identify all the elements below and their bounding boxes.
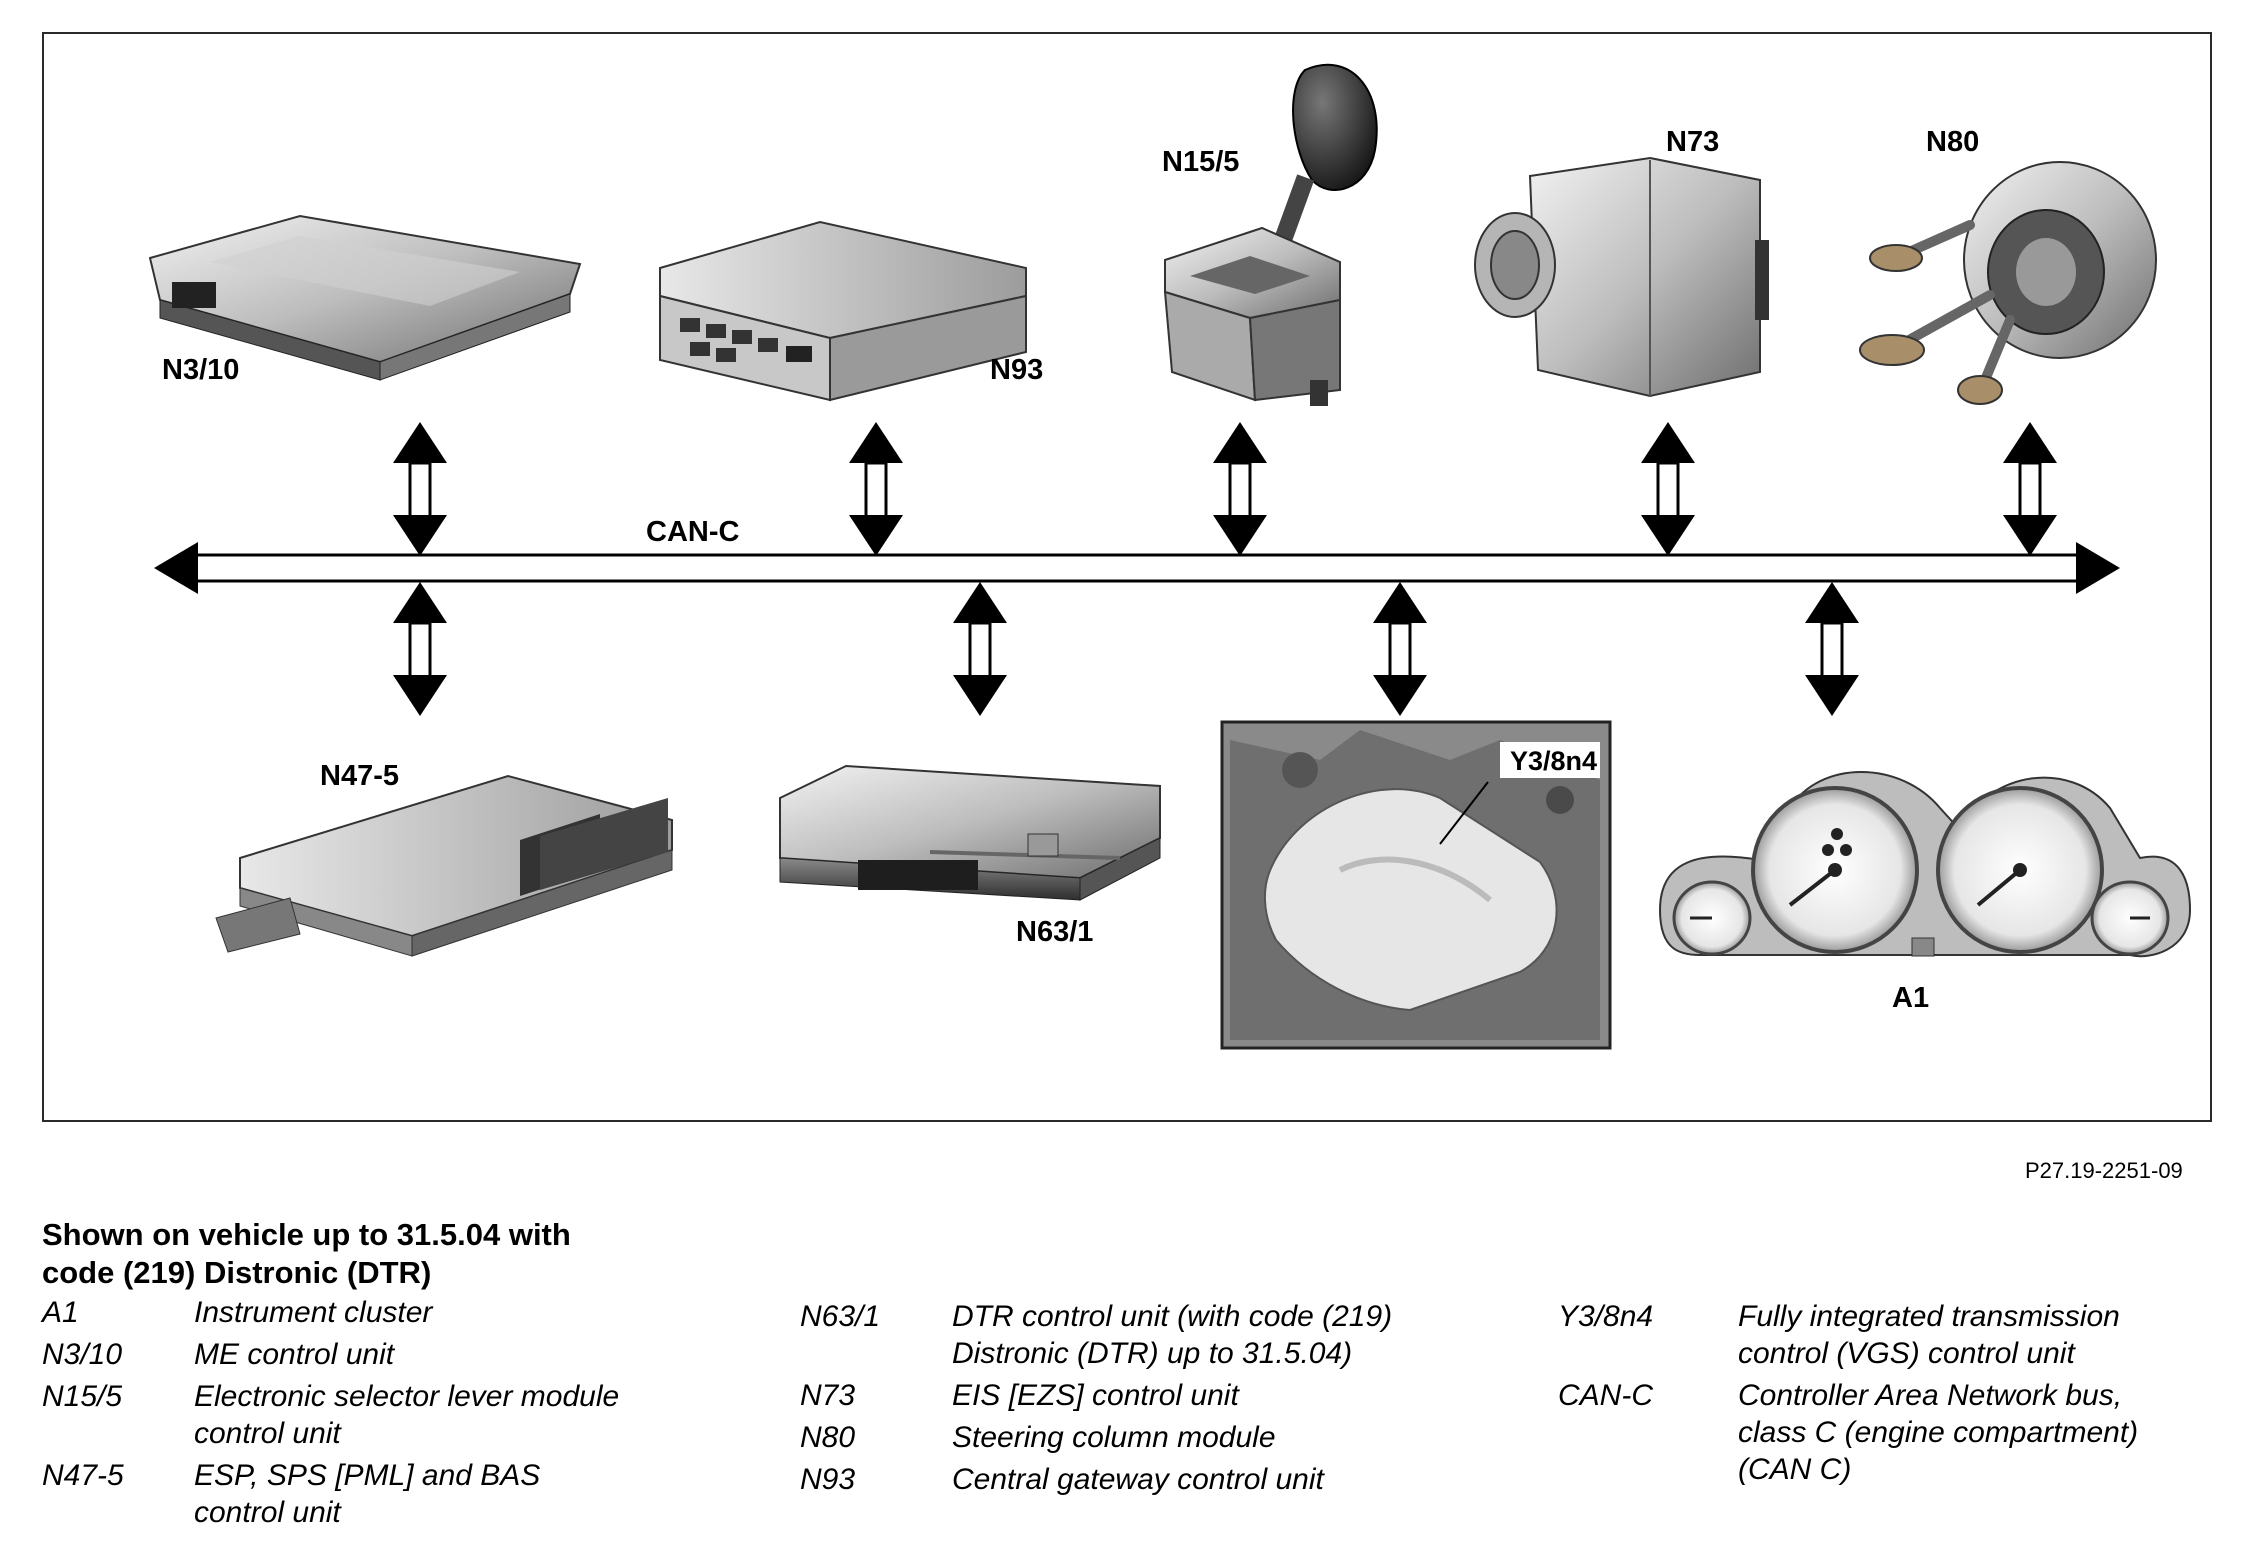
legend-item: A1 Instrument cluster — [42, 1294, 742, 1331]
legend-description-line: control unit — [194, 1496, 341, 1529]
legend-column-3: Y3/8n4 Fully integrated transmission contr… — [1558, 1298, 2238, 1493]
can-c-bus-line — [154, 542, 2120, 594]
legend-description: Steering column module — [952, 1419, 1540, 1456]
n63-1-unit-image — [779, 764, 1161, 901]
legend-item: N80 Steering column module — [800, 1419, 1540, 1456]
n47-5-unit-image — [215, 774, 673, 957]
figure-reference: P27.19-2251-09 — [2025, 1158, 2183, 1183]
legend-description-line: control unit — [194, 1417, 341, 1450]
label-n47-5: N47-5 — [320, 760, 399, 792]
connector-n93 — [849, 422, 903, 556]
n93-unit-image — [659, 220, 1027, 402]
legend-description-line: Electronic selector lever module — [194, 1380, 620, 1413]
legend-description-line: Distronic (DTR) up to 31.5.04) — [952, 1337, 1353, 1370]
legend-description: Instrument cluster — [194, 1294, 742, 1331]
bus-label: CAN-C — [646, 516, 740, 548]
label-n15-5: N15/5 — [1162, 146, 1240, 178]
label-n3-10: N3/10 — [162, 354, 240, 386]
n80-unit-image — [1859, 161, 2157, 405]
legend-code: CAN-C — [1558, 1379, 1653, 1412]
bus-arrow-right — [2076, 542, 2120, 594]
label-n93: N93 — [990, 354, 1044, 386]
connector-n15-5 — [1213, 422, 1267, 556]
legend-code: N3/10 — [42, 1338, 123, 1371]
connector-n47-5 — [393, 582, 447, 716]
caption-line-1: Shown on vehicle up to 31.5.04 with — [42, 1217, 571, 1252]
legend-item: N73 EIS [EZS] control unit — [800, 1377, 1540, 1414]
connector-n73 — [1641, 422, 1695, 556]
legend-description: Central gateway control unit — [952, 1461, 1540, 1498]
legend-item: N47-5 ESP, SPS [PML] and BAS control unit — [42, 1457, 742, 1531]
legend-item: CAN-C Controller Area Network bus, class C… — [1558, 1377, 2238, 1488]
legend-description: Fully integrated transmission control (VG… — [1738, 1298, 2238, 1372]
legend-code: N93 — [800, 1463, 856, 1496]
caption-line-2: code (219) Distronic (DTR) — [42, 1255, 432, 1290]
legend-description-line: Steering column module — [952, 1421, 1276, 1454]
legend-description: ME control unit — [194, 1336, 742, 1373]
legend-code: A1 — [42, 1296, 79, 1329]
label-a1: A1 — [1892, 982, 1930, 1014]
a1-unit-image — [1658, 771, 2192, 958]
legend-item: Y3/8n4 Fully integrated transmission contr… — [1558, 1298, 2238, 1372]
label-y3-8n4: Y3/8n4 — [1510, 746, 1598, 776]
bus-arrow-left — [154, 542, 198, 594]
legend-item: N63/1 DTR control unit (with code (219) Di… — [800, 1298, 1540, 1372]
n3-10-unit-image — [148, 214, 582, 381]
legend-description: Electronic selector lever module control … — [194, 1378, 742, 1452]
connector-a1 — [1805, 582, 1859, 716]
legend-item: N3/10 ME control unit — [42, 1336, 742, 1373]
legend-description: DTR control unit (with code (219) Distron… — [952, 1298, 1540, 1372]
diagram-frame — [42, 32, 2212, 1122]
legend-description-line: Instrument cluster — [194, 1296, 433, 1329]
legend-code: N15/5 — [42, 1380, 123, 1413]
legend-description-line: Controller Area Network bus, — [1738, 1379, 2123, 1412]
label-n80: N80 — [1926, 126, 1980, 158]
legend-description-line: Fully integrated transmission — [1738, 1300, 2120, 1333]
legend-code: N47-5 — [42, 1459, 124, 1492]
legend-code: N63/1 — [800, 1300, 881, 1333]
legend-description-line: control (VGS) control unit — [1738, 1337, 2075, 1370]
legend-description: EIS [EZS] control unit — [952, 1377, 1540, 1414]
y3-8n4-unit-image — [1220, 720, 1612, 1050]
legend-description-line: EIS [EZS] control unit — [952, 1379, 1239, 1412]
legend-description-line: class C (engine compartment) — [1738, 1416, 2139, 1449]
legend-description-line: ESP, SPS [PML] and BAS — [194, 1459, 541, 1492]
legend-description: Controller Area Network bus, class C (eng… — [1738, 1377, 2238, 1488]
legend-description: ESP, SPS [PML] and BAS control unit — [194, 1457, 742, 1531]
connector-n80 — [2003, 422, 2057, 556]
legend-description-line: DTR control unit (with code (219) — [952, 1300, 1393, 1333]
legend-item: N93 Central gateway control unit — [800, 1461, 1540, 1498]
figure-caption: Shown on vehicle up to 31.5.04 with code… — [42, 1216, 682, 1292]
legend-description-line: ME control unit — [194, 1338, 395, 1371]
legend-code: Y3/8n4 — [1558, 1300, 1654, 1333]
n15-5-unit-image — [1163, 63, 1378, 406]
legend-item: N15/5 Electronic selector lever module con… — [42, 1378, 742, 1452]
legend-description-line: Central gateway control unit — [952, 1463, 1324, 1496]
legend-code: N73 — [800, 1379, 856, 1412]
connector-n63-1 — [953, 582, 1007, 716]
legend-column-2: N63/1 DTR control unit (with code (219) Di… — [800, 1298, 1540, 1503]
label-n63-1: N63/1 — [1016, 916, 1094, 948]
connector-n3-10 — [393, 422, 447, 556]
n73-unit-image — [1474, 156, 1769, 398]
label-n73: N73 — [1666, 126, 1720, 158]
legend-description-line: (CAN C) — [1738, 1453, 1852, 1486]
legend-code: N80 — [800, 1421, 856, 1454]
connector-y3-8n4 — [1373, 582, 1427, 716]
